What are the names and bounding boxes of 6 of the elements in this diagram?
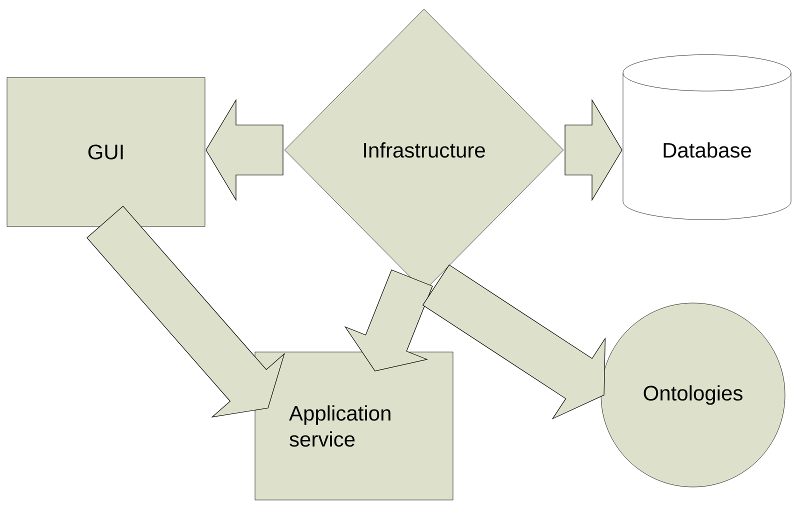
process-box: GUI — [6, 77, 206, 227]
block-arrow — [206, 98, 284, 202]
database-cylinder: Database — [622, 54, 792, 220]
block-arrow — [86, 206, 285, 418]
block-arrow — [564, 98, 622, 202]
process-box: Application service — [254, 352, 454, 500]
